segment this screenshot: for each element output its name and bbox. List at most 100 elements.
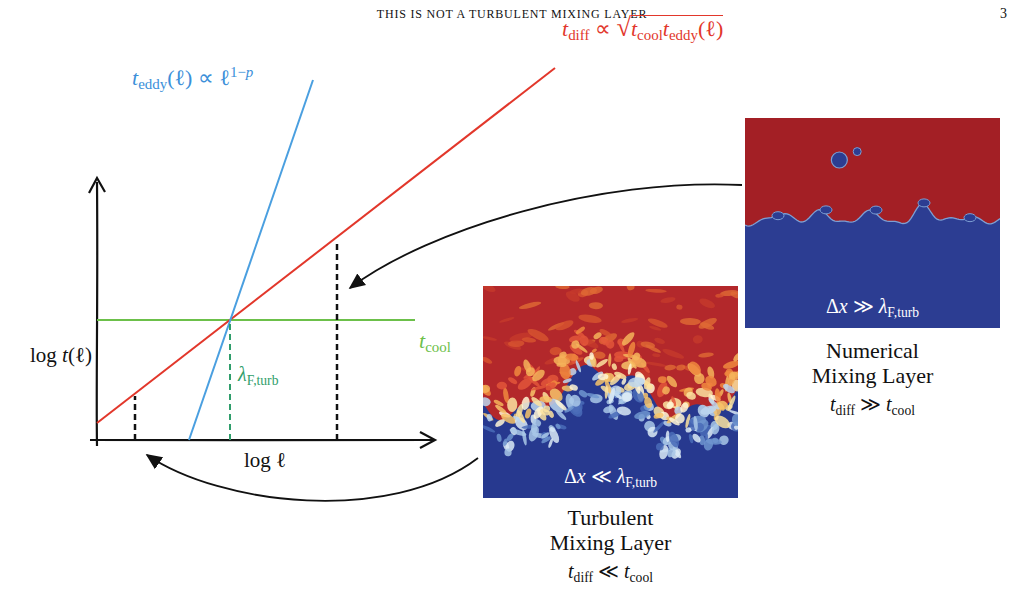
art-shape <box>543 405 551 413</box>
art-shape <box>554 423 561 430</box>
art-shape <box>621 317 639 324</box>
art-shape <box>654 426 661 432</box>
art-shape <box>660 296 676 304</box>
art-shape <box>486 413 493 422</box>
art-shape <box>497 382 508 390</box>
axis-label: log t(ℓ) <box>30 343 92 368</box>
label-holder: λF,turb <box>238 362 278 389</box>
text-run: eddy <box>669 27 698 43</box>
label-holder: teddy(ℓ) ∝ ℓ1−p <box>132 64 253 94</box>
art-shape <box>499 316 515 324</box>
art-shape <box>507 397 518 412</box>
text-run: t <box>830 393 836 415</box>
art-shape <box>645 288 667 293</box>
art-shape <box>530 367 547 383</box>
text-run: t <box>886 393 892 415</box>
panel-caption: Numerical Mixing Layer <box>798 338 948 389</box>
art-shape <box>664 364 676 371</box>
art-group <box>745 118 1000 328</box>
art-shape <box>658 376 667 383</box>
art-shape <box>521 337 536 343</box>
art-shape <box>483 286 497 294</box>
art-shape <box>674 412 686 424</box>
text-run: Δ <box>826 295 839 317</box>
art-shape <box>483 335 497 341</box>
art-shape <box>540 431 550 439</box>
curve-label: teddy(ℓ) ∝ ℓ1−p <box>132 64 253 94</box>
art-shape <box>654 337 666 346</box>
art-shape <box>730 291 738 300</box>
art-shape <box>518 300 542 310</box>
art-shape <box>652 353 660 357</box>
text-run: x <box>839 295 848 317</box>
art-shape <box>653 412 664 420</box>
art-shape <box>820 206 832 214</box>
art-shape <box>547 426 561 445</box>
art-shape <box>703 438 715 452</box>
art-shape <box>617 339 626 353</box>
art-shape <box>539 396 552 403</box>
art-shape <box>558 351 567 359</box>
art-shape <box>563 405 574 414</box>
art-shape <box>693 416 699 431</box>
text-run: diff <box>836 402 855 417</box>
art-shape <box>611 363 618 371</box>
art-shape <box>698 297 716 311</box>
text-run: diff <box>574 569 593 584</box>
art-shape <box>554 318 575 332</box>
text-run: λ <box>617 465 626 487</box>
art-shape <box>685 390 697 401</box>
art-shape <box>531 423 538 434</box>
art-shape <box>483 412 494 422</box>
art-shape <box>622 391 634 402</box>
pointer-arrow <box>350 184 742 288</box>
art-shape <box>504 449 511 457</box>
art-shape <box>679 401 690 414</box>
art-shape <box>626 286 636 291</box>
art-shape <box>676 364 686 371</box>
art-shape <box>640 340 656 349</box>
art-shape <box>649 325 662 331</box>
art-shape <box>665 447 677 459</box>
art-shape <box>698 352 714 358</box>
art-shape <box>692 335 703 344</box>
text-run: x <box>577 465 586 487</box>
curve-label: tcool <box>419 328 451 357</box>
art-shape <box>729 371 738 380</box>
art-shape <box>964 214 976 222</box>
art-shape <box>644 361 668 368</box>
art-shape <box>604 385 608 399</box>
art-shape <box>643 396 654 409</box>
art-shape <box>870 206 882 214</box>
art-shape <box>665 400 675 410</box>
art-shape <box>731 413 738 427</box>
text-run: F,turb <box>887 305 919 320</box>
art-shape <box>520 396 530 411</box>
text-run: √ <box>616 12 630 42</box>
art-shape <box>589 286 603 295</box>
art-shape <box>614 356 624 362</box>
simulation-panel: Δx ≪ λF,turbTurbulent Mixing Layertdiff … <box>483 286 738 498</box>
label-holder: log t(ℓ) <box>30 343 92 368</box>
art-shape <box>699 321 715 332</box>
art-shape <box>628 376 646 387</box>
x-axis <box>90 439 433 442</box>
art-shape <box>667 430 681 448</box>
art-group <box>483 286 738 498</box>
cooling-time-line <box>97 319 415 321</box>
art-shape <box>629 355 648 370</box>
text-run: ≪ <box>593 560 624 582</box>
art-shape <box>626 341 637 358</box>
art-shape <box>591 348 598 354</box>
art-shape <box>713 413 733 431</box>
art-shape <box>575 325 586 335</box>
text-run: cool <box>425 339 451 355</box>
art-shape <box>589 352 594 360</box>
text-run: cool <box>630 569 653 584</box>
art-shape <box>608 373 622 387</box>
art-shape <box>699 404 717 417</box>
text-run: F,turb <box>247 373 279 388</box>
text-run: λ <box>879 295 888 317</box>
art-shape <box>691 432 702 444</box>
